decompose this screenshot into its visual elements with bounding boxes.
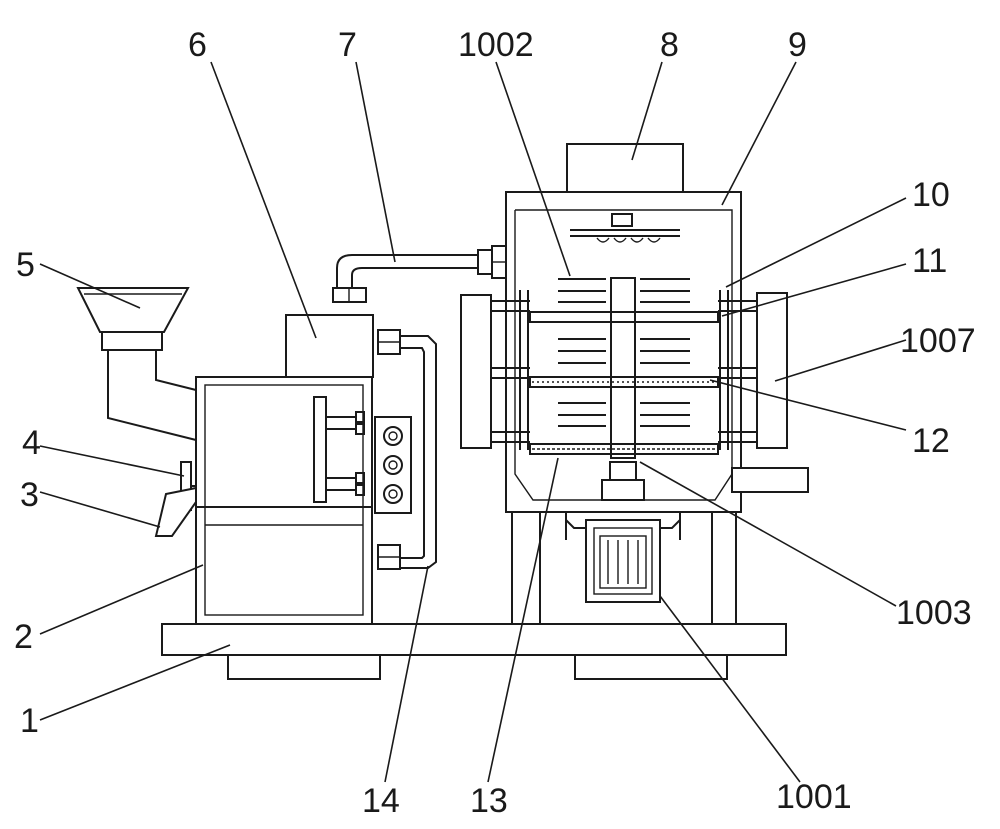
top-box [285,314,374,378]
label-1001: 1001 [776,778,852,816]
label-5: 5 [16,246,35,284]
label-13: 13 [470,782,508,820]
label-10: 10 [912,176,950,214]
base-plate [161,623,787,680]
label-1002: 1002 [458,26,534,64]
label-2: 2 [14,618,33,656]
right-housing [505,191,742,625]
left-side-block [460,294,492,449]
filter-screens [529,311,719,455]
label-7: 7 [338,26,357,64]
top-motor [566,143,684,193]
leader-lines [39,61,907,783]
label-1007: 1007 [900,322,976,360]
label-11: 11 [912,242,947,280]
discharge-chute [731,467,809,493]
connecting-pipe [332,245,507,303]
hopper [76,287,197,441]
circulation-pipe [374,329,437,570]
label-9: 9 [788,26,807,64]
bottom-motor [565,461,681,603]
label-14: 14 [362,782,400,820]
right-side-block [756,292,788,449]
label-1003: 1003 [896,594,972,632]
outlet-valve [154,461,197,537]
callout-labels: 6 7 1002 8 9 10 11 1007 12 1003 1001 5 4… [14,26,976,820]
label-12: 12 [912,422,950,460]
label-1: 1 [20,702,39,740]
label-6: 6 [188,26,207,64]
side-rails [490,290,758,450]
label-4: 4 [22,424,41,462]
left-tank [195,376,373,625]
label-8: 8 [660,26,679,64]
label-3: 3 [20,476,39,514]
stirring-shaft [558,277,690,459]
